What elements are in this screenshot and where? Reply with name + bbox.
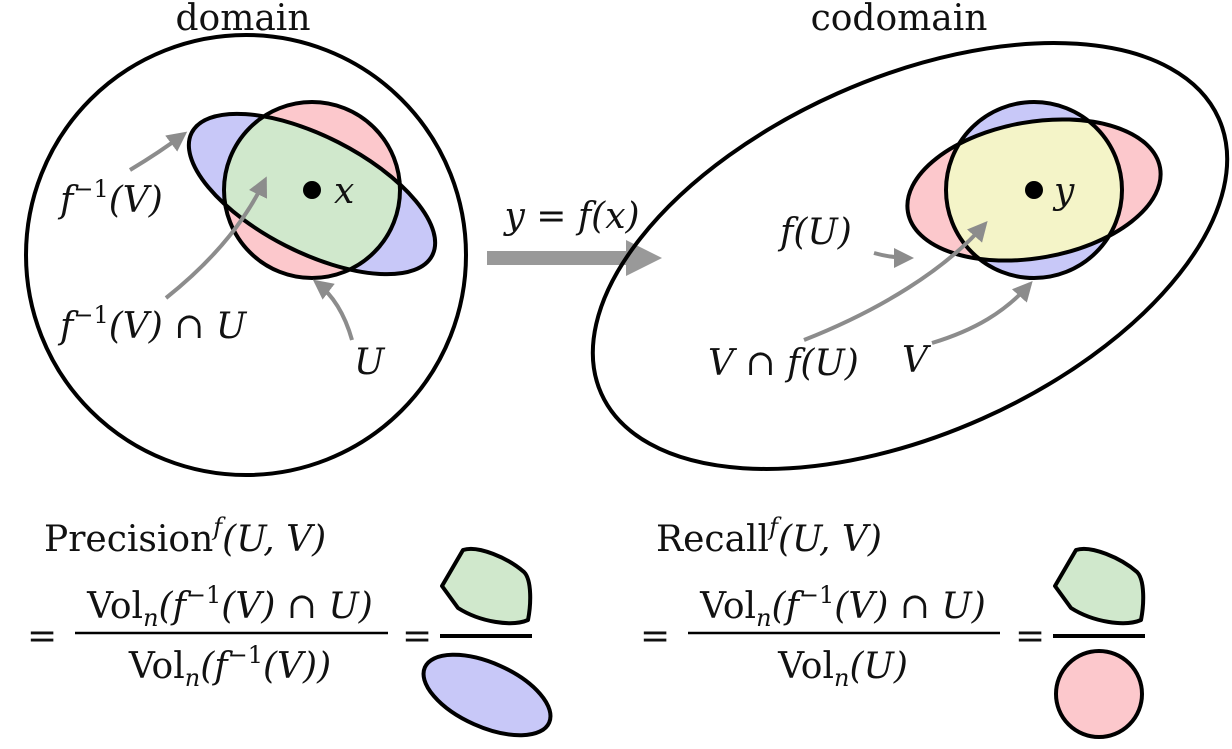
recall-formula: Recallf(U, V) = Voln(f−1(V) ∩ U) Voln(U)… bbox=[640, 513, 1146, 739]
domain-circle bbox=[24, 33, 468, 477]
domain-title: domain bbox=[175, 0, 310, 39]
precision-formula: Precisionf(U, V) = Voln(f−1(V) ∩ U) Voln… bbox=[27, 513, 553, 738]
precision-blue-shape bbox=[421, 652, 553, 738]
recall-eq2: = bbox=[1015, 616, 1045, 657]
map-arrow-head bbox=[626, 240, 662, 276]
codomain-fu-outline bbox=[905, 117, 1163, 263]
domain-u-arrow bbox=[312, 279, 354, 341]
recall-green-shape bbox=[1053, 546, 1146, 626]
codomain-panel: codomain y f(U) V ∩ f(U) V bbox=[590, 0, 1230, 471]
precision-numerator: Voln(f−1(V) ∩ U) bbox=[86, 581, 373, 632]
domain-point-x-label: x bbox=[334, 171, 354, 212]
domain-panel: domain x f−1(V) f−1(V) ∩ U U bbox=[24, 0, 468, 477]
domain-preimage-label: f−1(V) bbox=[57, 175, 163, 221]
codomain-v-outline bbox=[944, 100, 1124, 280]
codomain-point-y-label: y bbox=[1052, 171, 1075, 212]
domain-intersection-label: f−1(V) ∩ U bbox=[57, 301, 248, 347]
map-arrow-label: y = f(x) bbox=[502, 196, 639, 237]
recall-eq: = bbox=[640, 616, 670, 657]
codomain-fu-label: f(U) bbox=[777, 212, 852, 253]
domain-preimage-arrow bbox=[128, 131, 188, 172]
domain-point-x bbox=[303, 181, 321, 199]
recall-denominator: Voln(U) bbox=[777, 646, 908, 692]
precision-denominator: Voln(f−1(V)) bbox=[128, 641, 331, 692]
codomain-v-label: V bbox=[902, 340, 932, 381]
codomain-ellipse bbox=[590, 41, 1230, 471]
precision-title: Precisionf(U, V) bbox=[44, 513, 326, 560]
codomain-v-arrow bbox=[931, 281, 1033, 345]
recall-red-shape bbox=[1054, 649, 1144, 739]
recall-title: Recallf(U, V) bbox=[656, 513, 882, 560]
map-arrow: y = f(x) bbox=[487, 196, 662, 276]
precision-green-shape bbox=[440, 546, 533, 626]
domain-intersection-arrow bbox=[164, 176, 268, 300]
codomain-fu-arrow bbox=[873, 247, 914, 268]
domain-preimage-outline bbox=[186, 111, 438, 277]
domain-u-outline bbox=[222, 100, 402, 280]
codomain-title: codomain bbox=[811, 0, 988, 39]
codomain-intersection-arrow bbox=[803, 220, 988, 342]
precision-eq2: = bbox=[402, 616, 432, 657]
recall-numerator: Voln(f−1(V) ∩ U) bbox=[699, 581, 986, 632]
codomain-point-y bbox=[1025, 181, 1043, 199]
codomain-intersection-label: V ∩ f(U) bbox=[708, 343, 859, 384]
precision-eq: = bbox=[27, 616, 57, 657]
domain-u-label: U bbox=[354, 342, 386, 383]
